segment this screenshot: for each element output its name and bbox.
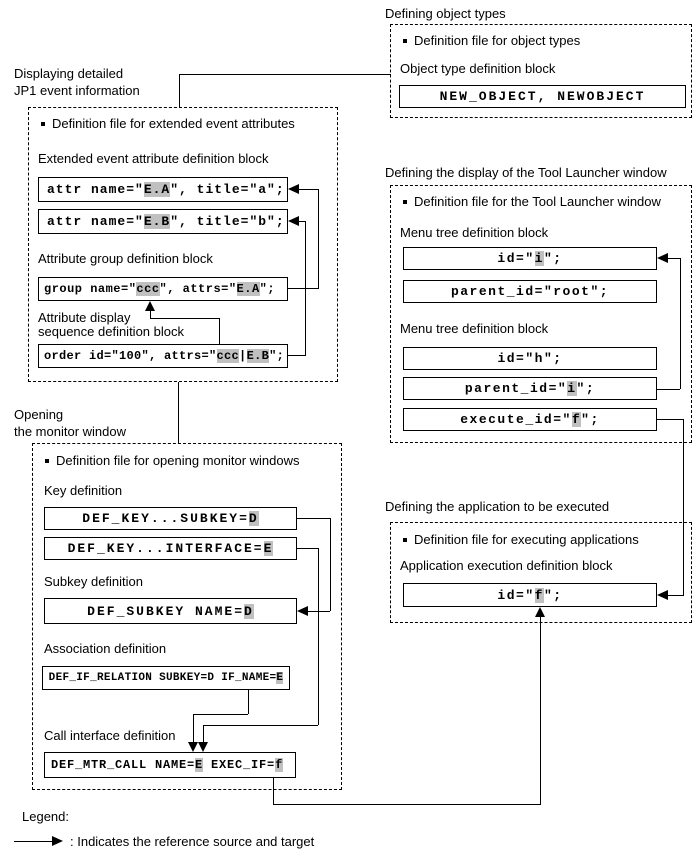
- arrowhead-left-icon: [288, 216, 299, 226]
- code-def-subkey: DEF_SUBKEY NAME=D: [44, 598, 297, 624]
- connector-line: [297, 518, 330, 519]
- legend-title: Legend:: [22, 809, 69, 824]
- connector-line: [297, 548, 318, 549]
- arrowhead-down-icon: [188, 742, 198, 752]
- code-attr-eb: attr name="E.B", title="b";: [38, 209, 288, 234]
- legend-arrow-line: [14, 841, 52, 842]
- connector-line: [657, 389, 680, 390]
- code-parent-root: parent_id="root";: [403, 280, 657, 303]
- definition-file-label: Definition file for extended event attri…: [52, 116, 295, 131]
- connector-line: [248, 690, 249, 714]
- connector-line: [298, 221, 305, 222]
- connector-line: [179, 74, 391, 75]
- definition-file-line: Definition file for extended event attri…: [41, 116, 295, 131]
- block-label: Application execution definition block: [400, 558, 613, 573]
- connector-line: [657, 419, 683, 420]
- connector-line: [150, 310, 151, 319]
- connector-line: [540, 617, 541, 804]
- code-def-if-relation: DEF_IF_RELATION SUBKEY=D IF_NAME=E: [42, 666, 290, 690]
- connector-line: [668, 258, 680, 259]
- section-title-line1: Opening: [14, 407, 64, 422]
- block-label-line1: Attribute display: [38, 310, 131, 325]
- definition-file-line: Definition file for the Tool Launcher wi…: [403, 194, 661, 209]
- bullet-square-icon: [45, 458, 49, 463]
- bullet-square-icon: [41, 121, 45, 126]
- definition-file-label: Definition file for the Tool Launcher wi…: [414, 194, 661, 209]
- connector-line: [298, 189, 318, 190]
- block-label: Association definition: [44, 641, 167, 656]
- definition-file-label: Definition file for executing applicatio…: [414, 532, 639, 547]
- connector-line: [273, 778, 274, 804]
- connector-line: [150, 318, 220, 319]
- connector-line: [288, 288, 318, 289]
- connector-line: [203, 725, 204, 742]
- arrowhead-left-icon: [657, 590, 668, 600]
- code-def-key-interface: DEF_KEY...INTERFACE=E: [44, 537, 297, 560]
- arrowhead-up-icon: [535, 607, 545, 617]
- arrowhead-right-icon: [52, 836, 63, 846]
- block-label: Attribute group definition block: [38, 251, 213, 266]
- section-title: Defining the display of the Tool Launche…: [385, 165, 667, 180]
- block-label: Extended event attribute definition bloc…: [38, 151, 269, 166]
- connector-line: [193, 714, 194, 742]
- definition-file-line: Definition file for executing applicatio…: [403, 532, 639, 547]
- section-title: Defining the application to be executed: [385, 499, 610, 514]
- arrowhead-left-icon: [288, 184, 299, 194]
- connector-line: [683, 419, 684, 596]
- code-id-h: id="h";: [403, 347, 657, 370]
- legend-text: : Indicates the reference source and tar…: [70, 834, 315, 849]
- code-def-key-subkey: DEF_KEY...SUBKEY=D: [44, 507, 297, 530]
- connector-line: [179, 74, 180, 107]
- code-attr-ea: attr name="E.A", title="a";: [38, 177, 288, 202]
- arrowhead-left-icon: [657, 253, 668, 263]
- connector-line: [288, 355, 305, 356]
- section-title: Defining object types: [385, 6, 506, 21]
- definition-file-line: Definition file for opening monitor wind…: [45, 453, 300, 468]
- block-label: Object type definition block: [400, 61, 556, 76]
- definition-file-line: Definition file for object types: [403, 33, 580, 48]
- code-execute-f: execute_id="f";: [403, 408, 657, 431]
- code-group: group name="ccc", attrs="E.A";: [38, 277, 288, 301]
- section-title-line1: Displaying detailed: [14, 66, 124, 81]
- monitor-window-definition-file-box: [32, 443, 342, 790]
- block-label-line2: sequence definition block: [38, 324, 184, 339]
- connector-line: [318, 189, 319, 289]
- connector-line: [219, 318, 220, 344]
- connector-line: [330, 518, 331, 611]
- code-id-i: id="i";: [403, 247, 657, 270]
- code-id-f: id="f";: [403, 583, 657, 607]
- object-types-definition-file-box: [390, 24, 692, 118]
- block-label: Key definition: [44, 483, 123, 498]
- section-title-line2: JP1 event information: [14, 83, 140, 98]
- definition-file-label: Definition file for object types: [414, 33, 581, 48]
- section-title-line2: the monitor window: [14, 424, 126, 439]
- connector-line: [203, 725, 318, 726]
- code-def-mtr-call: DEF_MTR_CALL NAME=E EXEC_IF=f: [44, 752, 296, 778]
- code-new-object: NEW_OBJECT, NEWOBJECT: [399, 85, 686, 108]
- connector-line: [273, 804, 541, 805]
- code-parent-i: parent_id="i";: [403, 377, 657, 400]
- executing-applications-definition-file-box: [390, 522, 692, 623]
- code-order: order id="100", attrs="ccc|E.B";: [38, 344, 288, 368]
- connector-line: [178, 382, 179, 443]
- block-label: Menu tree definition block: [400, 225, 549, 240]
- block-label: Subkey definition: [44, 574, 144, 589]
- arrowhead-up-icon: [145, 301, 155, 311]
- extended-attributes-definition-file-box: [28, 107, 338, 382]
- bullet-square-icon: [403, 38, 407, 43]
- connector-line: [680, 258, 681, 389]
- connector-line: [668, 595, 683, 596]
- connector-line: [305, 221, 306, 356]
- arrowhead-down-icon: [198, 742, 208, 752]
- connector-line: [193, 714, 248, 715]
- arrowhead-left-icon: [297, 606, 308, 616]
- block-label: Call interface definition: [44, 728, 176, 743]
- connector-line: [318, 548, 319, 725]
- definition-file-label: Definition file for opening monitor wind…: [56, 453, 300, 468]
- block-label: Menu tree definition block: [400, 321, 549, 336]
- tool-launcher-definition-file-box: [390, 185, 692, 443]
- bullet-square-icon: [403, 199, 407, 204]
- bullet-square-icon: [403, 537, 407, 542]
